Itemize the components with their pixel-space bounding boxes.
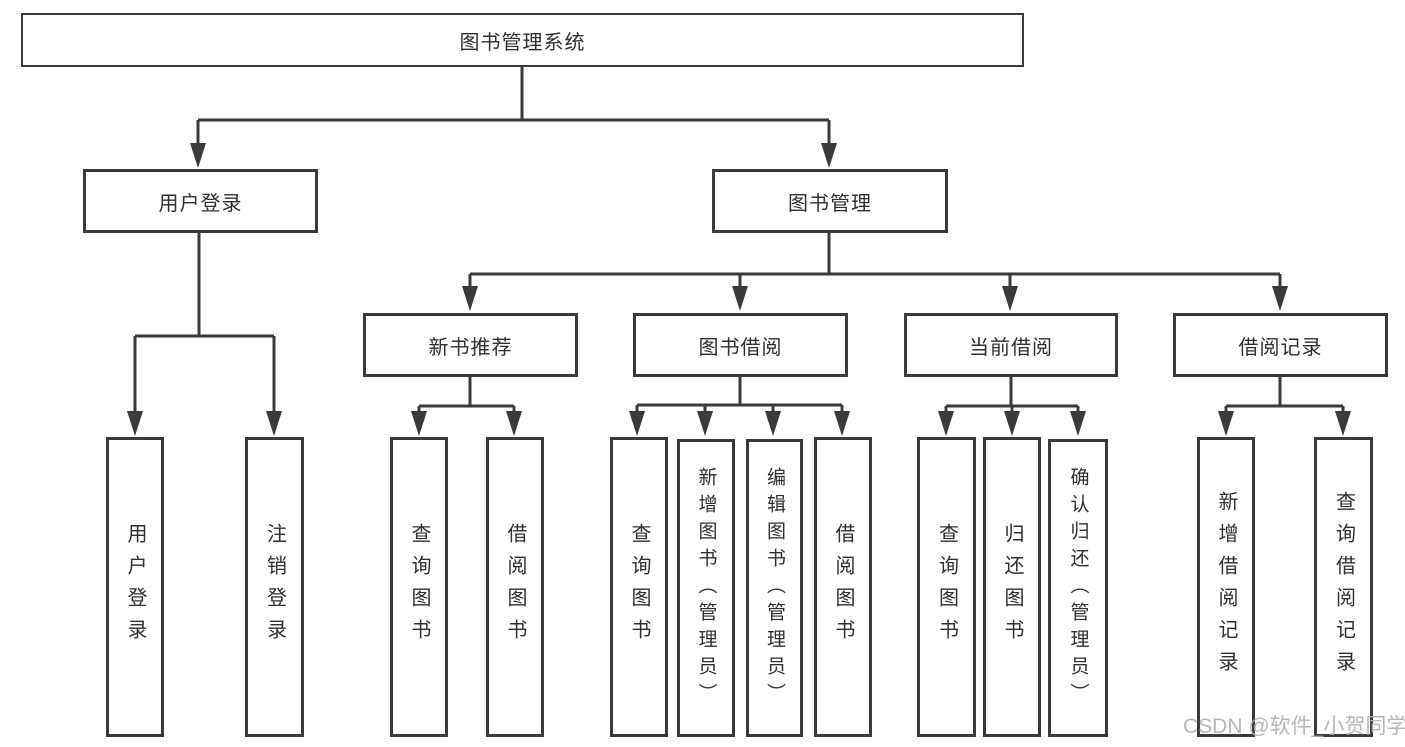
leaf-confirm-return-admin: 确认归还（管理员） xyxy=(1048,439,1108,737)
leaf-borrow-query-books: 查询图书 xyxy=(610,437,668,737)
leaf-borrow-query-books-label: 查询图书 xyxy=(628,523,650,651)
connector-records-split xyxy=(1224,377,1345,414)
leaf-logout: 注销登录 xyxy=(245,437,304,737)
csdn-watermark: CSDN @软件_小贺同学 xyxy=(1183,715,1405,738)
connector-manage-split xyxy=(468,233,1282,289)
leaf-borrow-books: 借阅图书 xyxy=(814,437,872,737)
node-root: 图书管理系统 xyxy=(21,13,1024,67)
node-new-book-recommend: 新书推荐 xyxy=(363,313,578,377)
leaf-current-query-books-label: 查询图书 xyxy=(935,523,958,651)
leaf-current-query-books: 查询图书 xyxy=(917,437,976,737)
node-book-management-label: 图书管理 xyxy=(788,192,872,215)
leaf-return-books-label: 归还图书 xyxy=(1001,523,1023,651)
leaf-borrow-books-label: 借阅图书 xyxy=(832,523,854,651)
connector-login-split xyxy=(133,233,276,413)
leaf-add-borrow-record-label: 新增借阅记录 xyxy=(1215,491,1237,683)
node-borrow-records: 借阅记录 xyxy=(1173,313,1388,377)
leaf-query-borrow-record: 查询借阅记录 xyxy=(1314,437,1373,737)
leaf-recommend-query-books-label: 查询图书 xyxy=(408,523,430,651)
leaf-query-borrow-record-label: 查询借阅记录 xyxy=(1332,491,1355,683)
node-new-book-recommend-label: 新书推荐 xyxy=(428,336,513,359)
leaf-add-borrow-record: 新增借阅记录 xyxy=(1197,437,1255,737)
node-root-label: 图书管理系统 xyxy=(459,31,586,54)
node-current-borrow: 当前借阅 xyxy=(904,313,1118,377)
node-user-login-label: 用户登录 xyxy=(158,192,243,215)
node-current-borrow-label: 当前借阅 xyxy=(969,336,1053,359)
node-book-management: 图书管理 xyxy=(712,169,948,233)
leaf-recommend-borrow-books-label: 借阅图书 xyxy=(504,523,526,651)
leaf-return-books: 归还图书 xyxy=(983,437,1041,737)
connector-current-split xyxy=(944,377,1080,414)
leaf-confirm-return-admin-label: 确认归还（管理员） xyxy=(1067,466,1089,710)
leaf-edit-books-admin: 编辑图书（管理员） xyxy=(746,439,803,737)
connector-recommend-split xyxy=(417,377,516,414)
node-book-borrow-label: 图书借阅 xyxy=(698,336,783,359)
leaf-logout-label: 注销登录 xyxy=(263,523,286,651)
leaf-recommend-borrow-books: 借阅图书 xyxy=(486,437,544,737)
leaf-add-books-admin: 新增图书（管理员） xyxy=(677,439,735,737)
connector-root-split xyxy=(196,67,831,146)
connector-borrow-split xyxy=(635,377,844,414)
arrowheads xyxy=(127,143,1351,436)
node-user-login: 用户登录 xyxy=(83,169,318,233)
leaf-edit-books-admin-label: 编辑图书（管理员） xyxy=(764,466,785,710)
node-borrow-records-label: 借阅记录 xyxy=(1238,336,1323,359)
node-book-borrow: 图书借阅 xyxy=(633,313,848,377)
leaf-user-login-label: 用户登录 xyxy=(124,523,146,651)
leaf-recommend-query-books: 查询图书 xyxy=(390,437,448,737)
leaf-user-login: 用户登录 xyxy=(106,437,164,737)
leaf-add-books-admin-label: 新增图书（管理员） xyxy=(695,466,717,710)
